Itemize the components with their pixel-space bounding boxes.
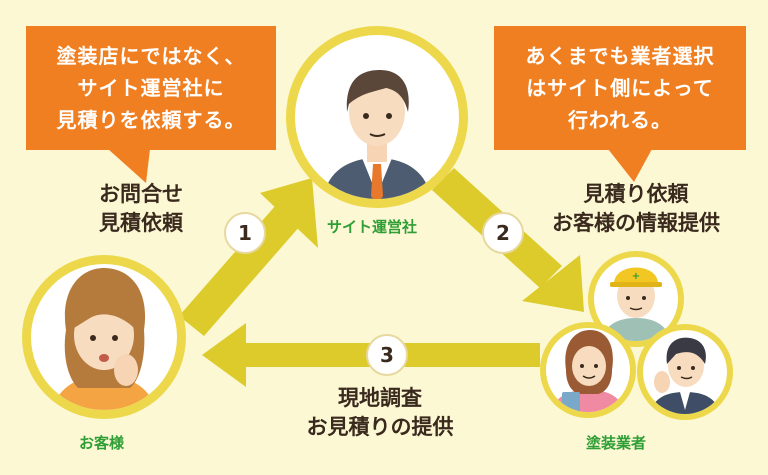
customer-caption: お客様 [79,434,125,452]
site-operator-avatar [286,26,468,208]
provide-label-line: 見積り依頼 [583,182,689,206]
step-3-badge: 3 [366,334,408,376]
svg-text:+: + [632,271,640,282]
bubble-left-line: サイト運営社に [77,76,225,100]
provide-label-line: お客様の情報提供 [552,211,720,235]
bubble-right-line: はサイト側によって [526,76,714,100]
bubble-left-shape [26,26,276,183]
bubble-right-shape [494,26,746,182]
step-2-badge: 2 [482,212,524,254]
survey-label-line: 現地調査 [338,386,422,410]
painter-caption: 塗装業者 [586,434,647,452]
bubble-right-line: 行われる。 [568,108,672,132]
provide-label: 見積り依頼 お客様の情報提供 [518,180,754,238]
site-operator-caption: サイト運営社 [327,218,418,236]
customer-avatar [22,255,186,419]
inquiry-label-line: 見積依頼 [99,211,183,235]
bubble-left-line: 塗装店にではなく、 [56,44,246,68]
survey-label-line: お見積りの提供 [306,415,454,439]
bubble-right: あくまでも業者選択 はサイト側によって 行われる。 [494,40,746,136]
bubble-right-line: あくまでも業者選択 [525,44,715,68]
inquiry-label-line: お問合せ [99,182,183,206]
survey-label: 現地調査 お見積りの提供 [282,384,478,442]
painter-woman-avatar [540,322,636,418]
step-1-badge: 1 [224,212,266,254]
inquiry-label: お問合せ 見積依頼 [66,180,216,238]
painter-suit-avatar [637,324,733,420]
arrow-inquiry [179,178,318,336]
bubble-left-line: 見積りを依頼する。 [56,108,246,132]
bubble-left: 塗装店にではなく、 サイト運営社に 見積りを依頼する。 [26,40,276,136]
